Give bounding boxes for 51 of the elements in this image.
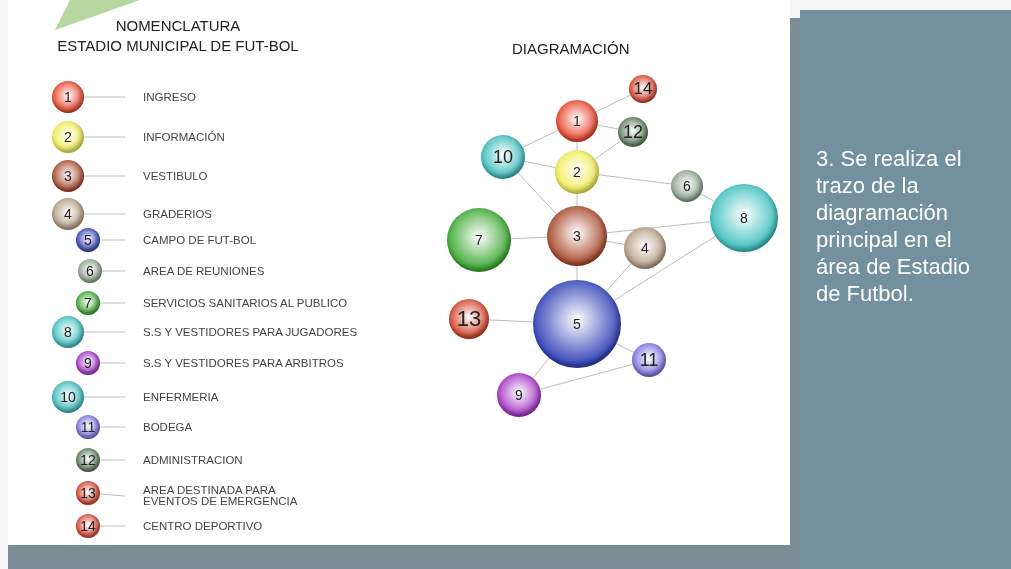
- legend-label: CENTRO DEPORTIVO: [125, 517, 385, 535]
- legend-label: ENFERMERIA: [125, 388, 385, 406]
- connector-line: [594, 140, 622, 160]
- legend-label: BODEGA: [125, 418, 385, 436]
- connector-line: [532, 357, 550, 379]
- connector-line: [615, 343, 635, 353]
- legend-label: AREA DE REUNIONES: [125, 262, 385, 280]
- legend-label: INGRESO: [125, 88, 385, 106]
- connector-line: [576, 141, 578, 151]
- connector-line: [605, 263, 632, 292]
- leader-line: [83, 175, 126, 177]
- leader-line: [99, 459, 126, 461]
- leader-line: [83, 96, 126, 98]
- legend-label: AREA DESTINADA PARA EVENTOS DE EMERGENCIA: [125, 484, 315, 508]
- leader-line: [101, 270, 126, 272]
- description-text: 3. Se realiza el trazo de la diagramación principal en el área de Estadio de Futbol.: [816, 145, 972, 307]
- subheading: ESTADIO MUNICIPAL DE FUT-BOL: [56, 36, 300, 55]
- legend-label: S.S Y VESTIDORES PARA JUGADORES: [125, 323, 385, 341]
- legend-label: GRADERIOS: [125, 205, 385, 223]
- legend-label: INFORMACIÓN: [125, 128, 385, 146]
- heading: NOMENCLATURA: [114, 16, 242, 35]
- leader-line: [83, 396, 126, 398]
- connector-line: [700, 193, 715, 202]
- leader-line: [99, 362, 126, 364]
- leader-line: [99, 493, 126, 497]
- diagram-heading: DIAGRAMACIÓN: [512, 40, 630, 57]
- leader-line: [99, 525, 126, 527]
- connector-line: [522, 129, 559, 148]
- legend-label: CAMPO DE FUT-BOL: [125, 231, 385, 249]
- connector-line: [510, 236, 548, 240]
- connector-line: [539, 363, 634, 390]
- leader-line: [83, 331, 126, 333]
- connector-line: [613, 235, 716, 301]
- leader-line: [99, 426, 126, 428]
- leader-line: [99, 302, 126, 304]
- leader-line: [99, 239, 126, 241]
- connector-line: [524, 160, 556, 169]
- legend-label: S.S Y VESTIDORES PARA ARBITROS: [125, 354, 385, 372]
- leader-line: [83, 213, 126, 215]
- legend-label: VESTIBULO: [125, 167, 385, 185]
- connector-line: [488, 319, 534, 323]
- connector-line: [597, 124, 619, 130]
- legend-label: ADMINISTRACION: [125, 451, 385, 469]
- legend-label: SERVICIOS SANITARIOS AL PUBLICO: [125, 294, 385, 312]
- leader-line: [83, 136, 126, 138]
- connector-line: [517, 172, 557, 215]
- connector-line: [598, 174, 672, 185]
- connector-line: [606, 240, 625, 245]
- connector-line: [595, 94, 631, 113]
- connector-line: [576, 265, 578, 281]
- connector-line: [576, 193, 578, 207]
